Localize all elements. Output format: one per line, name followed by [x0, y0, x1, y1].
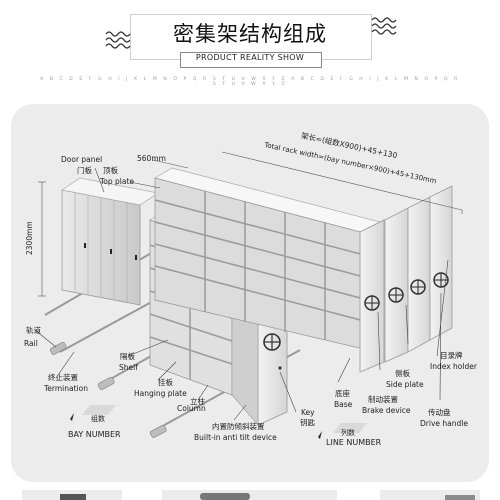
decorative-alphabet: A B C D E F G H I J K L M N O P Q R S T …: [40, 77, 460, 87]
bottom-thumbnail-strip: [22, 490, 480, 500]
line-number-badge: [318, 423, 367, 439]
leader-lines: [34, 167, 449, 421]
subtitle-frame: [180, 52, 322, 68]
badge-line-number: 列数: [341, 429, 355, 437]
label-hanging-plate: Hanging plate: [134, 389, 187, 398]
label-hanging-plate-cn: 挂板: [158, 378, 173, 387]
right-wave-icon: [371, 17, 397, 35]
bay-number-badge: [70, 405, 116, 421]
label-drive-handle-cn: 传动盘: [428, 408, 451, 417]
label-key: Key: [301, 408, 315, 417]
door-cabinet: [61, 177, 159, 306]
label-base-cn: 底座: [335, 389, 350, 398]
left-wave-icon: [105, 31, 131, 49]
label-brake-device-cn: 制动装置: [368, 395, 398, 404]
label-bay-number: BAY NUMBER: [68, 430, 121, 439]
label-line-number: LINE NUMBER: [326, 438, 382, 447]
page-title: 密集架结构组成: [173, 22, 327, 46]
label-key-cn: 钥匙: [300, 418, 315, 427]
label-top-plate: Top plate: [100, 177, 135, 186]
label-shelf: Shelf: [119, 363, 138, 372]
back-shelving: [154, 167, 381, 351]
label-index-holder-cn: 目录牌: [440, 351, 463, 360]
label-anti-tilt: Built-in anti tilt device: [194, 433, 277, 442]
label-termination: Termination: [44, 384, 88, 393]
label-column: Column: [177, 404, 206, 413]
badge-bay-number: 组数: [91, 415, 105, 423]
label-top-plate-cn: 顶板: [103, 166, 118, 175]
label-side-plate-cn: 侧板: [395, 369, 410, 378]
label-base: Base: [334, 400, 353, 409]
label-rail-cn: 轨道: [26, 326, 41, 335]
label-door-panel: Door panel: [61, 155, 103, 164]
label-index-holder: Index holder: [430, 362, 477, 371]
page-subtitle: PRODUCT REALITY SHOW: [195, 53, 305, 62]
label-rail: Rail: [24, 339, 38, 348]
label-termination-cn: 终止装置: [48, 373, 78, 382]
label-drive-handle: Drive handle: [420, 419, 468, 428]
label-side-plate: Side plate: [386, 380, 424, 389]
label-door-panel-cn: 门板: [77, 166, 92, 175]
side-panels: [359, 185, 453, 373]
label-depth: 560mm: [137, 154, 166, 163]
label-brake-device: Brake device: [362, 406, 411, 415]
label-shelf-cn: 隔板: [120, 352, 135, 361]
dimension-lines: [38, 151, 463, 297]
label-anti-tilt-cn: 内置防倾斜装置: [212, 422, 265, 431]
label-column-cn: 立柱: [190, 397, 205, 406]
label-height: 2300mm: [25, 221, 34, 255]
